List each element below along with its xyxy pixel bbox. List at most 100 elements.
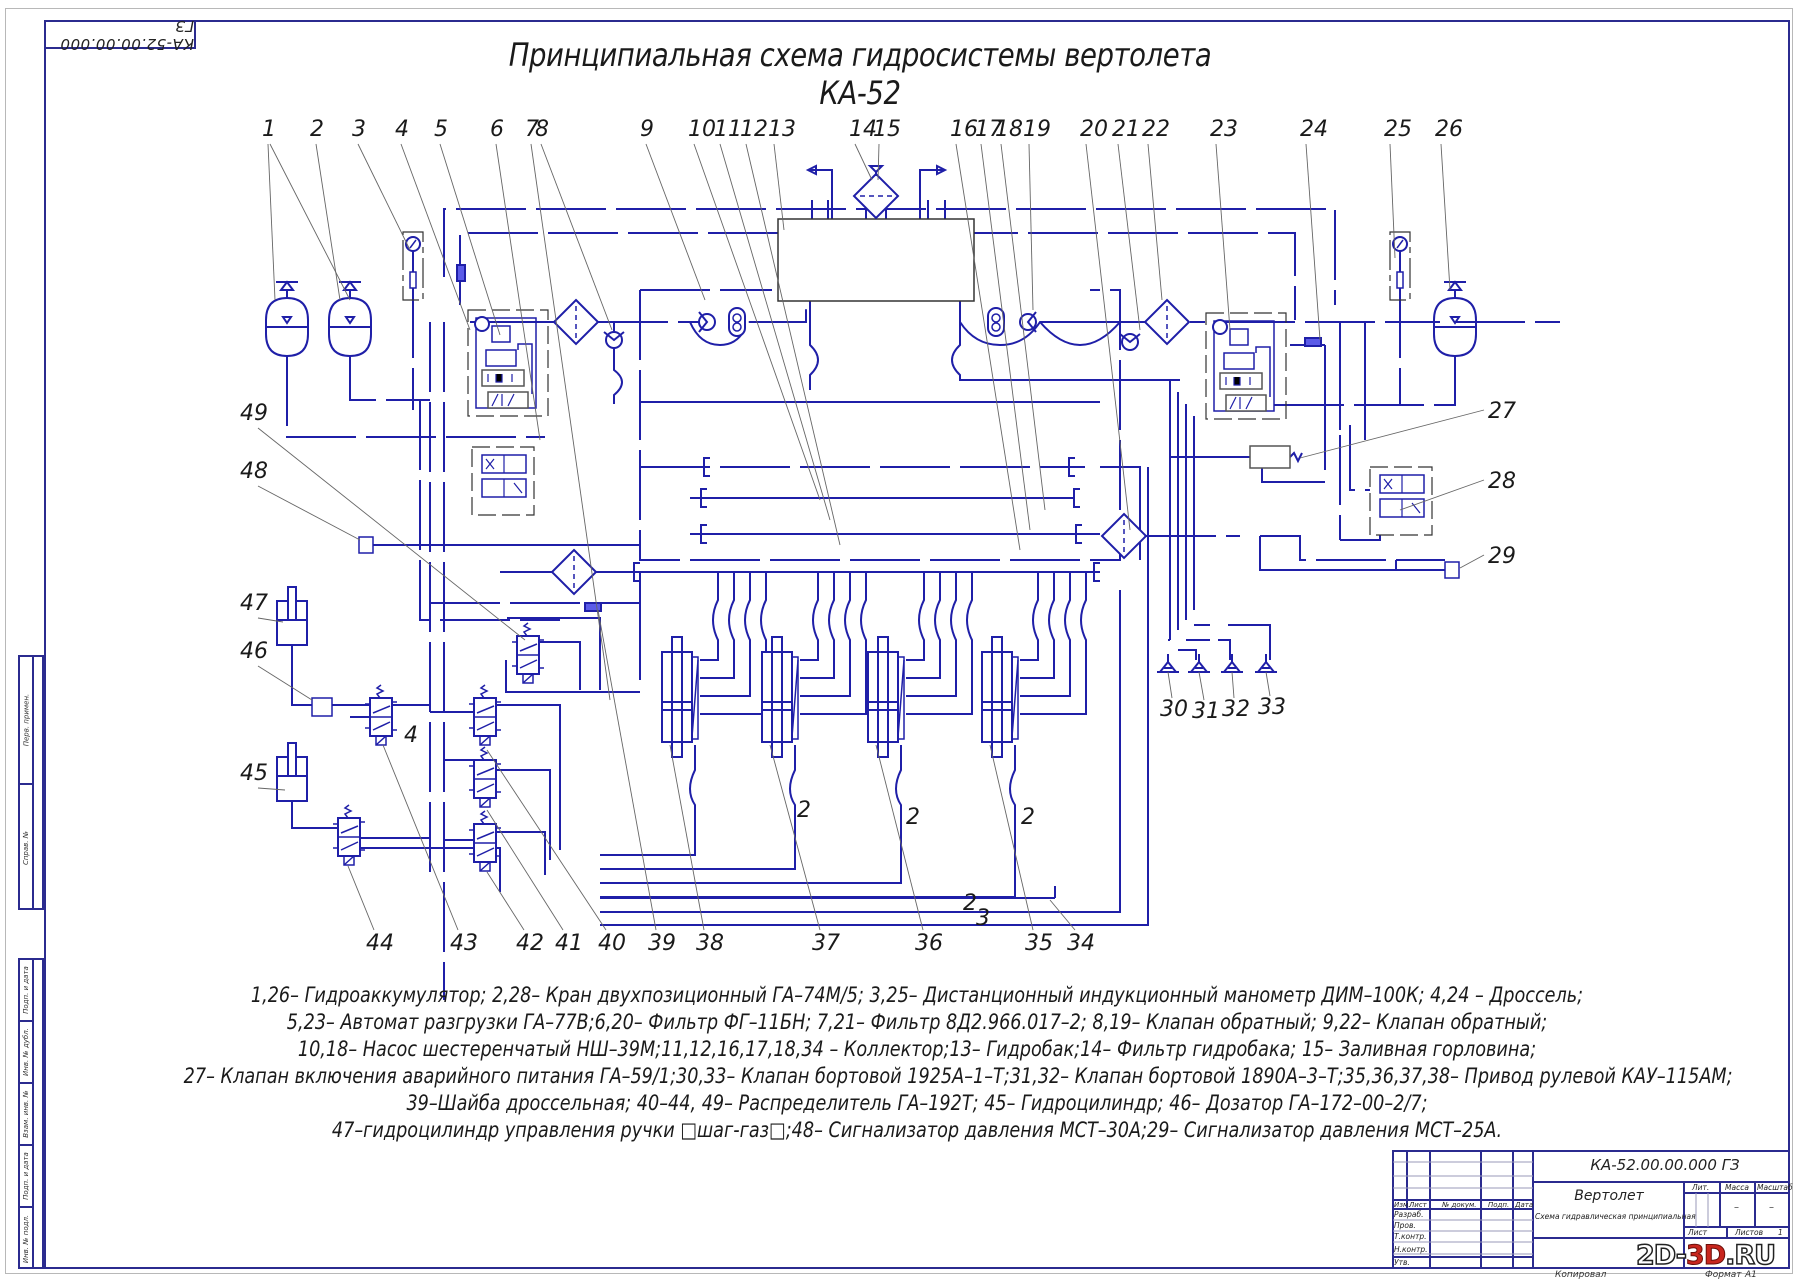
pipe — [1290, 322, 1366, 470]
callout-label-10: 10 — [688, 117, 716, 142]
leader-line-4 — [400, 143, 471, 331]
steering-actuator-37-icon — [761, 636, 799, 758]
pipe — [700, 524, 707, 544]
tb-scale-value: – — [1769, 1202, 1774, 1213]
pipe — [1170, 451, 1325, 483]
crane-2-icon — [471, 446, 535, 516]
pipe — [1020, 572, 1055, 679]
callout-label-49: 49 — [240, 401, 268, 426]
pipe — [800, 572, 867, 715]
rotated-designation-box: КА-52.00.00.000 ГЗ — [44, 17, 196, 53]
leader-line-22 — [1147, 143, 1163, 301]
leader-line-27 — [1299, 409, 1485, 459]
callout-label-3: 3 — [352, 117, 366, 142]
pipe — [906, 572, 941, 679]
callout-label-47: 47 — [240, 591, 268, 616]
leader-line-23 — [1215, 143, 1231, 331]
inline-mark-2: 2 — [797, 798, 811, 823]
leader-line-20 — [1085, 143, 1131, 531]
callout-label-6: 6 — [490, 117, 504, 142]
legend-line: 47–гидроцилиндр управления ручки □шаг-га… — [331, 1118, 1503, 1142]
format-value: А1 — [1745, 1270, 1757, 1280]
pipe — [633, 562, 640, 582]
callout-label-44: 44 — [366, 931, 394, 956]
callout-label-19: 19 — [1023, 117, 1051, 142]
pipe — [919, 164, 948, 219]
pipe — [906, 572, 925, 661]
accumulator-1b-icon — [328, 281, 372, 357]
steering-actuator-36-icon — [867, 636, 905, 758]
pipe — [1020, 572, 1071, 697]
pipe — [1020, 572, 1087, 715]
unloader-23-icon — [1205, 312, 1287, 420]
leader-line-16 — [955, 143, 1021, 551]
pipe — [1075, 524, 1082, 544]
callout-label-1: 1 — [262, 117, 276, 142]
tb-header-doc-no: № докум. — [1442, 1201, 1477, 1209]
pipe — [811, 200, 946, 219]
leader-line-14 — [854, 143, 873, 181]
hydraulic-tank-13 — [777, 218, 975, 302]
leader-line-6 — [495, 143, 541, 441]
pipe — [1068, 457, 1075, 477]
callout-label-21: 21 — [1112, 117, 1140, 142]
pipe — [505, 617, 640, 693]
legend-line: 39–Шайба дроссельная; 40–44, 49– Распред… — [406, 1091, 1428, 1115]
callout-label-33: 33 — [1258, 695, 1286, 720]
inline-mark-2: 2 — [906, 805, 920, 830]
tb-mass-value: – — [1734, 1202, 1739, 1213]
throttle-washer-39-icon — [584, 602, 602, 612]
pipe — [600, 745, 902, 884]
pipe — [700, 488, 707, 508]
leader-line-28 — [1399, 479, 1485, 511]
steering-actuator-38-icon — [661, 636, 699, 758]
format-label: Формат — [1705, 1270, 1742, 1280]
pipe — [443, 208, 1336, 305]
callout-label-30: 30 — [1160, 697, 1188, 722]
pipe — [800, 572, 835, 679]
callout-label-27: 27 — [1488, 399, 1516, 424]
leader-line-48 — [257, 485, 361, 541]
callout-label-26: 26 — [1435, 117, 1463, 142]
tank-filter-14-icon — [853, 173, 899, 219]
component-legend: 1,26– Гидроаккумулятор; 2,28– Кран двухп… — [44, 982, 1790, 1144]
throttle-4-icon — [456, 264, 466, 282]
leader-line-3 — [357, 143, 411, 251]
callout-label-14: 14 — [849, 117, 877, 142]
pipe — [800, 572, 819, 661]
steering-actuator-35-icon — [981, 636, 1019, 758]
callout-label-15: 15 — [873, 117, 901, 142]
pipe — [291, 645, 370, 829]
inline-mark-2: 2 — [1021, 805, 1035, 830]
callout-label-2: 2 — [310, 117, 324, 142]
callout-label-39: 39 — [648, 931, 676, 956]
tb-sheets-value: 1 — [1778, 1228, 1783, 1237]
pipe — [639, 289, 1121, 561]
inline-mark-2: 2 — [963, 891, 977, 916]
leader-line-39 — [597, 609, 657, 931]
tb-mass-label: Масса — [1725, 1183, 1749, 1192]
callout-label-23: 23 — [1210, 117, 1238, 142]
callout-label-18: 18 — [995, 117, 1023, 142]
pipe — [600, 467, 1149, 926]
pipe — [1339, 425, 1381, 541]
pipe — [1259, 536, 1445, 571]
distributor-41-icon — [468, 746, 502, 808]
callout-label-28: 28 — [1488, 469, 1516, 494]
pipe — [809, 300, 1180, 390]
tb-header-izm: Изм. — [1394, 1201, 1411, 1209]
sheet-outer-border — [5, 8, 1793, 1274]
leader-line-2 — [315, 143, 341, 301]
tb-product-name: Вертолет — [1574, 1188, 1644, 1204]
title-block-grid — [1392, 1150, 1790, 1269]
stamp-cell-inv-dubl: Инв. № дубл. — [20, 1022, 32, 1084]
components — [265, 165, 1477, 872]
stamp-cell-podp-data-2: Подп. и дата — [20, 1146, 32, 1208]
callout-label-20: 20 — [1080, 117, 1108, 142]
leader-line-10 — [693, 143, 821, 501]
tb-role-razrab: Разраб. — [1394, 1210, 1424, 1219]
pipe — [700, 572, 767, 715]
callout-label-12: 12 — [740, 117, 768, 142]
